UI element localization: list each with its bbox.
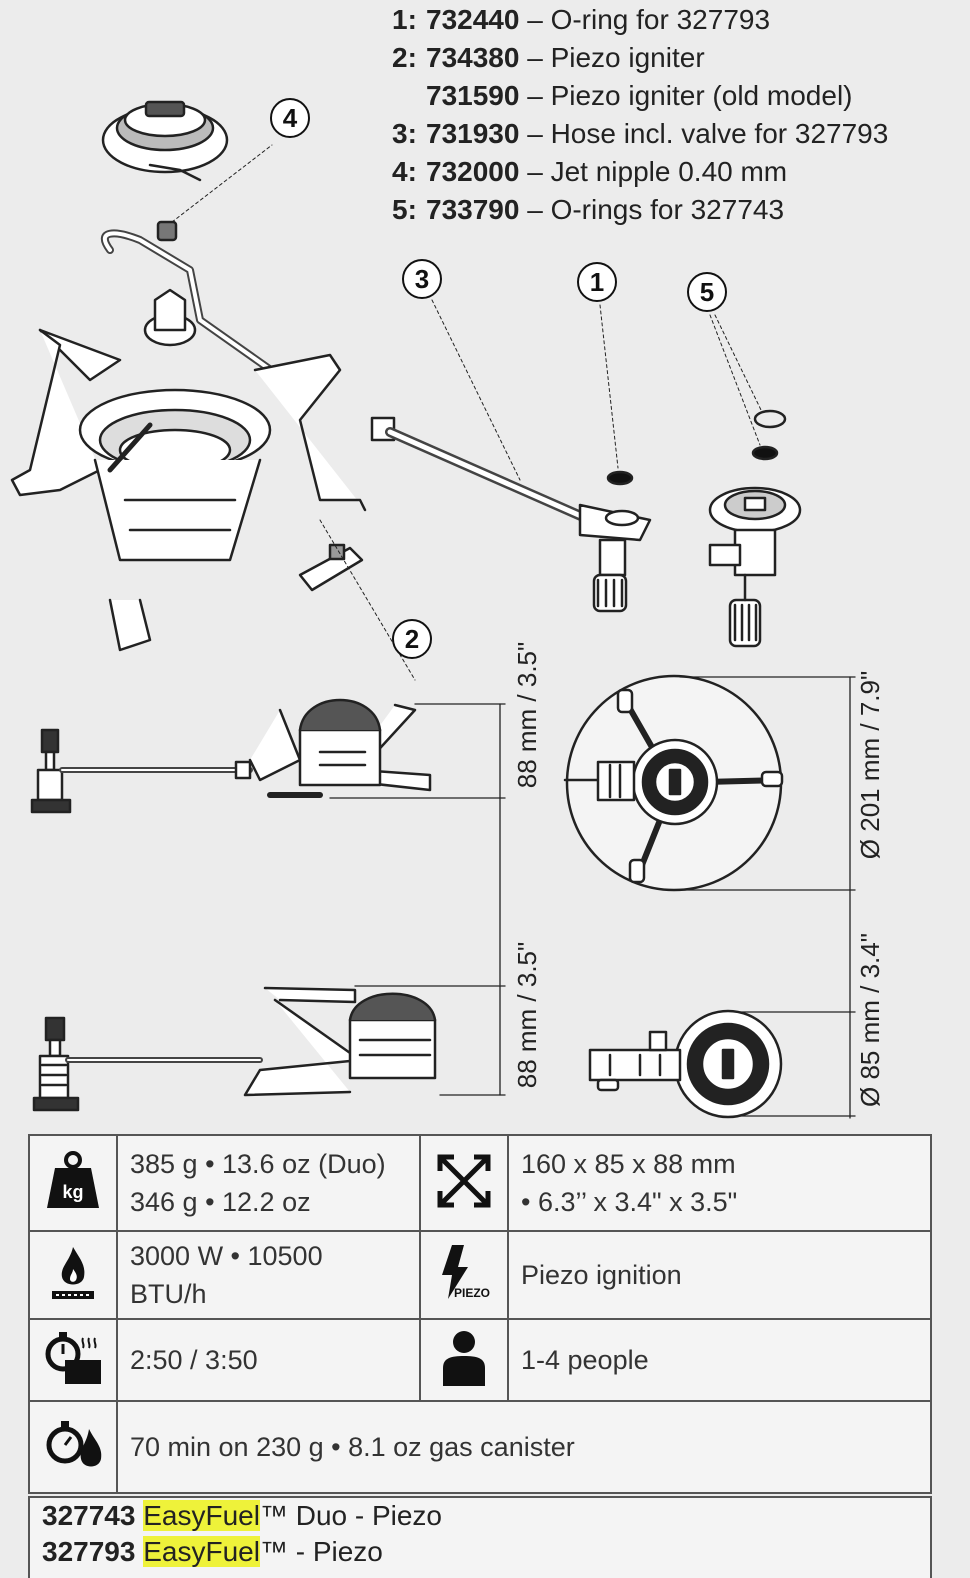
flame-icon [52, 1246, 94, 1299]
burn-time-spec: 70 min on 230 g • 8.1 oz gas canister [116, 1400, 932, 1494]
dimension-height-open: 88 mm / 3.5" [512, 641, 542, 789]
piezo-icon-cell: PIEZO [419, 1230, 509, 1320]
side-view-folded-drawing [32, 986, 437, 1112]
top-view-folded-drawing [588, 1009, 783, 1119]
model-code: 327793 [42, 1536, 136, 1567]
part-code: 732000 [426, 156, 520, 187]
spec-table: kg 385 g • 13.6 oz (Duo) 346 g • 12.2 oz… [28, 1134, 932, 1494]
model-name: ™ - Piezo [259, 1536, 383, 1567]
dimensions-cross-icon [437, 1154, 491, 1207]
weight-icon-label: kg [62, 1182, 83, 1202]
burn-time-icon-cell [28, 1400, 118, 1494]
part-desc: – O-rings for 327743 [527, 194, 785, 225]
spec-row: kg 385 g • 13.6 oz (Duo) 346 g • 12.2 oz… [28, 1134, 932, 1232]
exploded-stove-drawing [10, 100, 416, 681]
hose-valve-drawing [370, 299, 652, 613]
callout-5: 5 [687, 272, 727, 312]
part-item: 1:732440 – O-ring for 327793 [392, 4, 771, 35]
valve-unit-drawing [708, 314, 802, 648]
part-code: 731590 [426, 80, 520, 111]
part-desc: – O-ring for 327793 [527, 4, 771, 35]
weight-icon-cell: kg [28, 1134, 118, 1232]
people-icon-cell [419, 1318, 509, 1402]
stove-diagram [10, 100, 856, 1119]
part-item: 731590 – Piezo igniter (old model) [392, 78, 853, 114]
part-item: 3:731930 – Hose incl. valve for 327793 [392, 118, 889, 149]
dimension-height-folded: 88 mm / 3.5" [512, 941, 542, 1089]
power-spec: 3000 W • 10500 BTU/h [116, 1230, 421, 1320]
boil-time-spec: 2:50 / 3:50 [116, 1318, 421, 1402]
boil-time-icon-cell [28, 1318, 118, 1402]
part-desc: – Jet nipple 0.40 mm [527, 156, 788, 187]
callout-2: 2 [392, 619, 432, 659]
spec-row: 70 min on 230 g • 8.1 oz gas canister [28, 1400, 932, 1494]
callout-3: 3 [402, 259, 442, 299]
dimension-diameter-folded: Ø 85 mm / 3.4" [855, 933, 885, 1107]
model-brand: EasyFuel [143, 1500, 260, 1531]
dimension-lines [329, 676, 856, 1119]
spec-row: 2:50 / 3:50 1-4 people [28, 1318, 932, 1402]
model-code: 327743 [42, 1500, 136, 1531]
power-icon-cell [28, 1230, 118, 1320]
spec-row: 3000 W • 10500 BTU/h PIEZO Piezo ignitio… [28, 1230, 932, 1320]
weight-spec: 385 g • 13.6 oz (Duo) 346 g • 12.2 oz [116, 1134, 421, 1232]
callout-1: 1 [577, 262, 617, 302]
stopwatch-pot-icon [45, 1331, 101, 1384]
part-code: 733790 [426, 194, 520, 225]
callout-4: 4 [270, 98, 310, 138]
part-item: 2:734380 – Piezo igniter [392, 42, 705, 73]
size-spec: 160 x 85 x 88 mm • 6.3’’ x 3.4" x 3.5" [507, 1134, 932, 1232]
part-desc: – Piezo igniter [527, 42, 705, 73]
part-code: 732440 [426, 4, 520, 35]
part-item: 5:733790 – O-rings for 327743 [392, 194, 785, 225]
model-item: 327743 EasyFuel™ Duo - Piezo [30, 1498, 930, 1534]
part-item: 4:732000 – Jet nipple 0.40 mm [392, 156, 788, 187]
side-view-open-drawing [30, 698, 432, 814]
model-name: ™ Duo - Piezo [259, 1500, 443, 1531]
stopwatch-flame-icon [46, 1420, 102, 1466]
model-list: 327743 EasyFuel™ Duo - Piezo 327793 Easy… [28, 1496, 932, 1578]
piezo-lightning-icon: PIEZO [442, 1244, 490, 1300]
model-brand: EasyFuel [143, 1536, 260, 1567]
piezo-icon-label: PIEZO [454, 1286, 490, 1300]
part-desc: – Hose incl. valve for 327793 [527, 118, 889, 149]
people-spec: 1-4 people [507, 1318, 932, 1402]
model-item: 327793 EasyFuel™ - Piezo [30, 1534, 930, 1570]
part-code: 731930 [426, 118, 520, 149]
weight-icon: kg [47, 1150, 99, 1208]
size-icon-cell [419, 1134, 509, 1232]
ignition-spec: Piezo ignition [507, 1230, 932, 1320]
part-code: 734380 [426, 42, 520, 73]
dimension-diameter-open: Ø 201 mm / 7.9" [855, 670, 885, 860]
person-icon [443, 1330, 485, 1386]
top-view-open-drawing [563, 674, 784, 892]
part-desc: – Piezo igniter (old model) [527, 80, 853, 111]
